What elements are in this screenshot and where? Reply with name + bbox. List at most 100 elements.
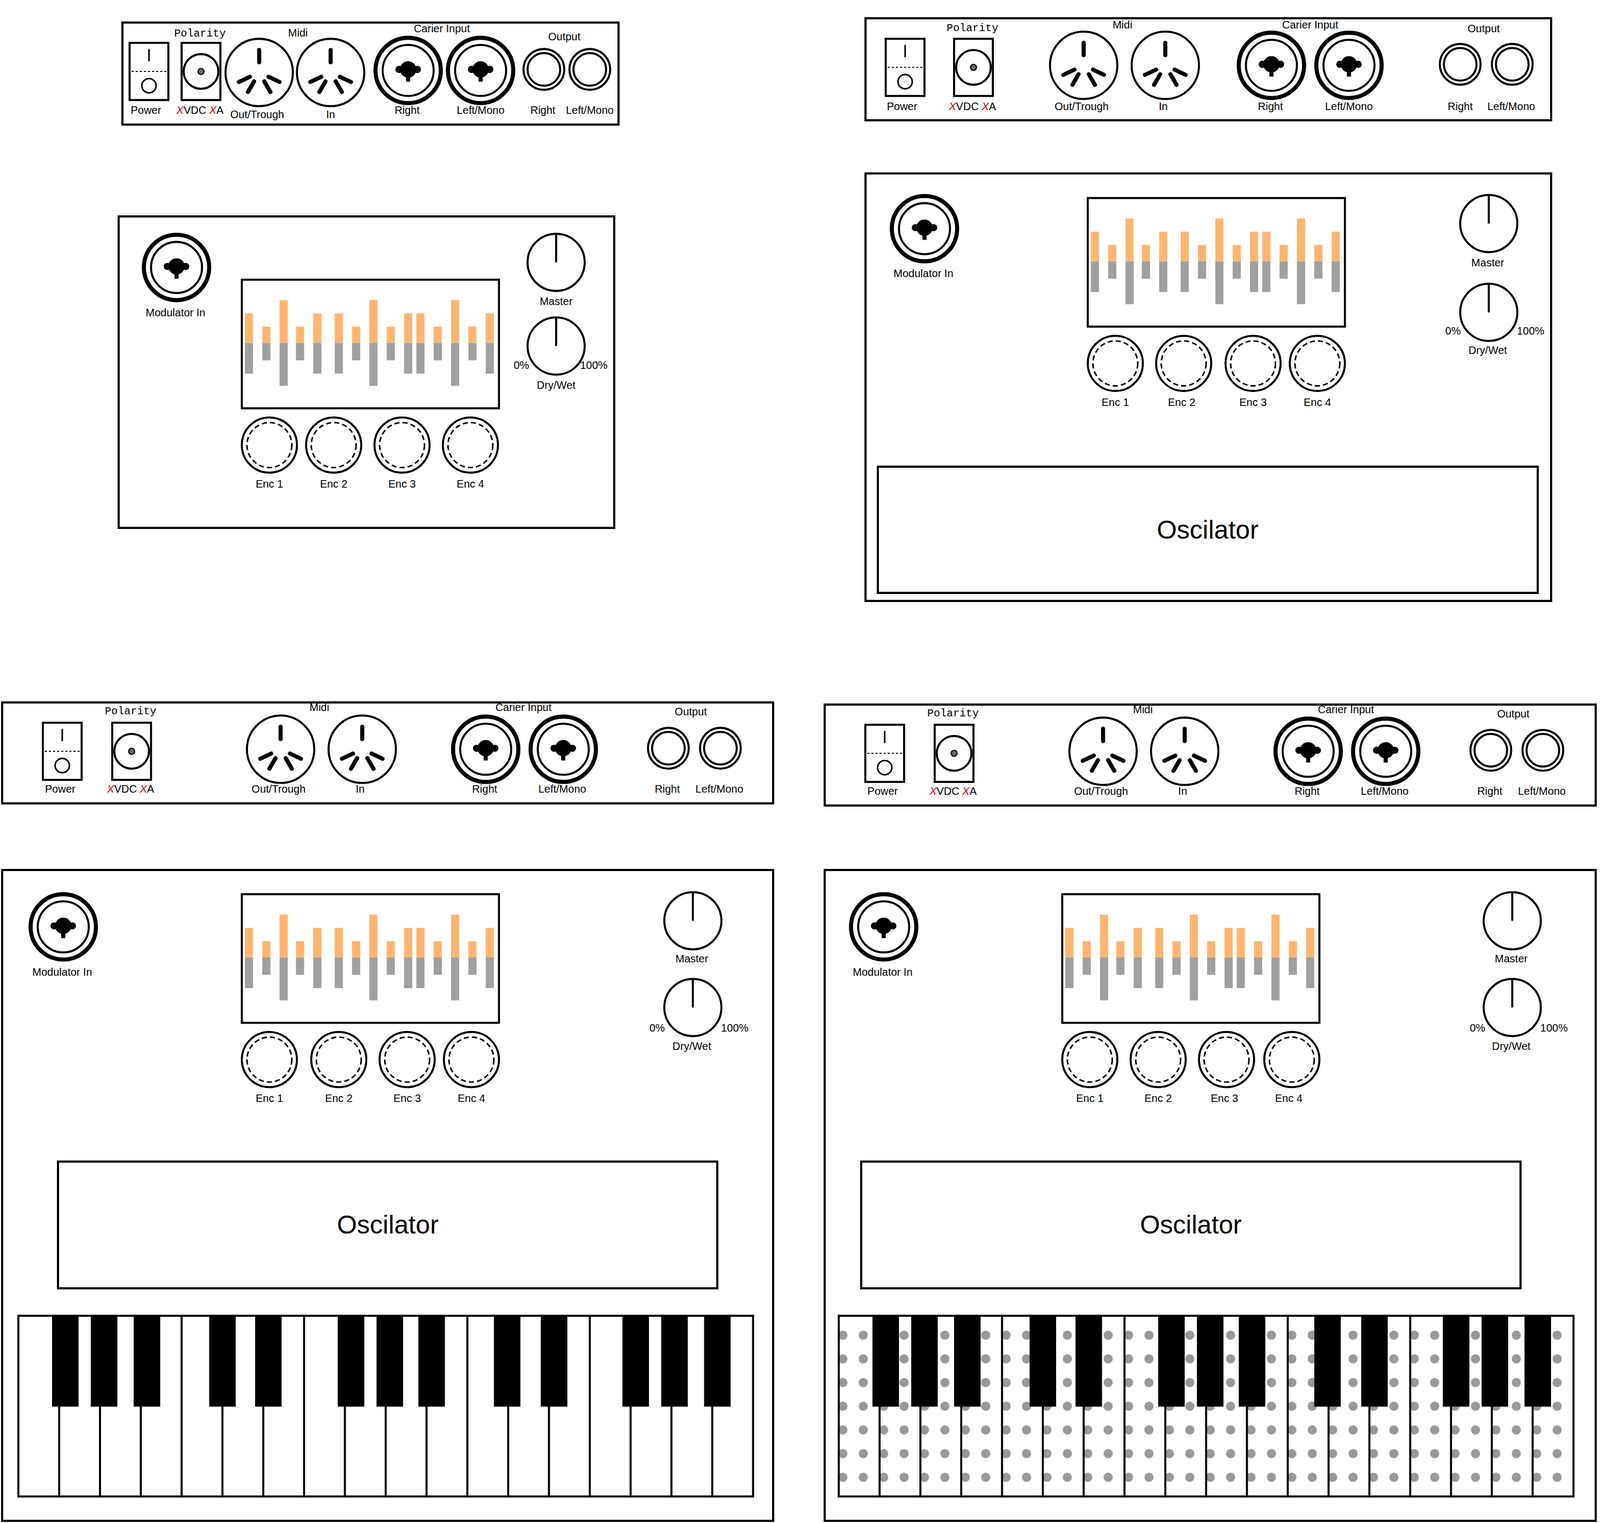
touch-grid xyxy=(838,1315,1574,1496)
panel-label: Output xyxy=(1467,22,1500,35)
panel-label: 0% xyxy=(513,359,530,372)
panel-label: Out/Trough xyxy=(1073,784,1128,797)
keyboard xyxy=(838,1315,1574,1496)
rear-panel: PowerPolarityXVDC XAMidiOut/TroughInCari… xyxy=(1,701,775,805)
midi-din xyxy=(246,715,315,783)
panel-label: In xyxy=(325,108,336,121)
output-jack xyxy=(1470,729,1512,771)
panel-label: Master xyxy=(1471,256,1504,269)
output-jack xyxy=(700,727,741,769)
panel-label: Right xyxy=(530,104,556,116)
panel-label: Left/Mono xyxy=(565,104,614,116)
encoder xyxy=(1062,1031,1118,1088)
panel-label: Enc 3 xyxy=(1210,1092,1239,1104)
panel-label: XVDC XA xyxy=(948,100,996,113)
box-title: Oscilator xyxy=(1157,515,1259,544)
keyboard xyxy=(18,1315,753,1496)
panel-label: Polarity xyxy=(946,22,999,35)
panel-label: Enc 1 xyxy=(1101,396,1130,409)
panel-label: Enc 4 xyxy=(1275,1092,1303,1104)
midi-din xyxy=(1050,31,1118,99)
front-panel: Modulator InMaster0%100%Dry/WetEnc 1Enc … xyxy=(823,868,1598,1523)
panel-label: Power xyxy=(886,100,918,113)
combo-jack xyxy=(375,37,441,104)
panel-label: Enc 3 xyxy=(388,477,416,490)
combo-jack xyxy=(143,234,210,301)
panel-label: Polarity xyxy=(173,27,226,40)
panel-label: Left/Mono xyxy=(456,104,505,116)
panel-label: Left/Mono xyxy=(1517,784,1566,797)
panel-label: Enc 1 xyxy=(1075,1092,1104,1104)
panel-label: Modulator In xyxy=(893,267,954,280)
knob xyxy=(527,233,585,291)
panel-label: Enc 4 xyxy=(456,477,485,490)
encoder xyxy=(306,417,362,473)
power-switch xyxy=(129,42,169,100)
panel-label: XVDC XA xyxy=(106,782,155,795)
keyboard xyxy=(838,1315,1574,1496)
midi-din xyxy=(1069,717,1137,785)
panel-label: Carier Input xyxy=(413,22,471,35)
combo-jack xyxy=(1353,718,1419,784)
midi-din xyxy=(1131,31,1199,99)
panel-label: Left/Mono xyxy=(1360,784,1409,797)
midi-din xyxy=(328,715,396,783)
panel-label: Enc 1 xyxy=(255,477,283,490)
panel-label: 0% xyxy=(1469,1021,1486,1034)
panel-label: Output xyxy=(548,30,581,43)
encoder xyxy=(1225,335,1282,391)
panel-label: Power xyxy=(867,784,899,797)
panel-label: Right xyxy=(394,104,420,116)
rear-panel: PowerPolarityXVDC XAMidiOut/TroughInCari… xyxy=(864,17,1553,122)
knob xyxy=(664,978,722,1036)
panel-label: 0% xyxy=(649,1021,665,1034)
panel-label: Carier Input xyxy=(1282,18,1339,31)
panel-label: Right xyxy=(1447,100,1473,113)
rear-panel: PowerPolarityXVDC XAMidiOut/TroughInCari… xyxy=(121,21,620,126)
box-title: Oscilator xyxy=(336,1210,439,1240)
combo-jack xyxy=(851,893,917,960)
panel-label: Dry/Wet xyxy=(672,1040,712,1052)
front-panel: Modulator InMaster0%100%Dry/WetEnc 1Enc … xyxy=(864,172,1553,602)
midi-din xyxy=(296,38,365,106)
oscillator-box: Oscilator xyxy=(876,465,1539,595)
output-jack xyxy=(569,48,610,90)
panel-label: XVDC XA xyxy=(929,784,977,797)
panel-label: Enc 2 xyxy=(1144,1092,1172,1104)
panel-label: Right xyxy=(1294,784,1320,797)
rear-panel: PowerPolarityXVDC XAMidiOut/TroughInCari… xyxy=(823,703,1598,807)
encoder xyxy=(1155,335,1212,391)
panel-label: Enc 4 xyxy=(457,1092,485,1104)
encoder xyxy=(311,1031,367,1088)
encoder xyxy=(1087,335,1144,391)
panel-label: Modulator In xyxy=(145,306,206,319)
combo-jack xyxy=(530,716,596,782)
panel-label: Right xyxy=(471,782,498,795)
panel-label: Enc 3 xyxy=(1239,396,1267,409)
panel-label: Power xyxy=(130,104,162,116)
midi-din xyxy=(1151,717,1219,785)
display-screen xyxy=(1062,893,1320,1023)
panel-label: Midi xyxy=(288,26,309,39)
panel-label: Out/Trough xyxy=(251,782,306,795)
panel-label: 100% xyxy=(721,1021,749,1034)
panel-label: Master xyxy=(675,952,709,965)
panel-label: Modulator In xyxy=(852,965,913,978)
front-panel: Modulator InMaster0%100%Dry/WetEnc 1Enc … xyxy=(117,215,616,529)
encoder xyxy=(1289,335,1345,391)
panel-label: Modulator In xyxy=(32,965,92,978)
midi-din xyxy=(225,38,293,106)
combo-jack xyxy=(1238,32,1305,99)
panel-label: Right xyxy=(655,782,681,795)
panel-label: Output xyxy=(1496,707,1530,720)
dc-jack xyxy=(112,722,151,780)
panel-label: Out/Trough xyxy=(230,108,285,121)
output-jack xyxy=(1440,44,1481,85)
combo-jack xyxy=(453,716,519,782)
power-switch xyxy=(885,38,925,96)
panel-label: In xyxy=(355,782,366,795)
box-title: Oscilator xyxy=(1139,1210,1242,1240)
panel-label: Left/Mono xyxy=(538,782,587,795)
